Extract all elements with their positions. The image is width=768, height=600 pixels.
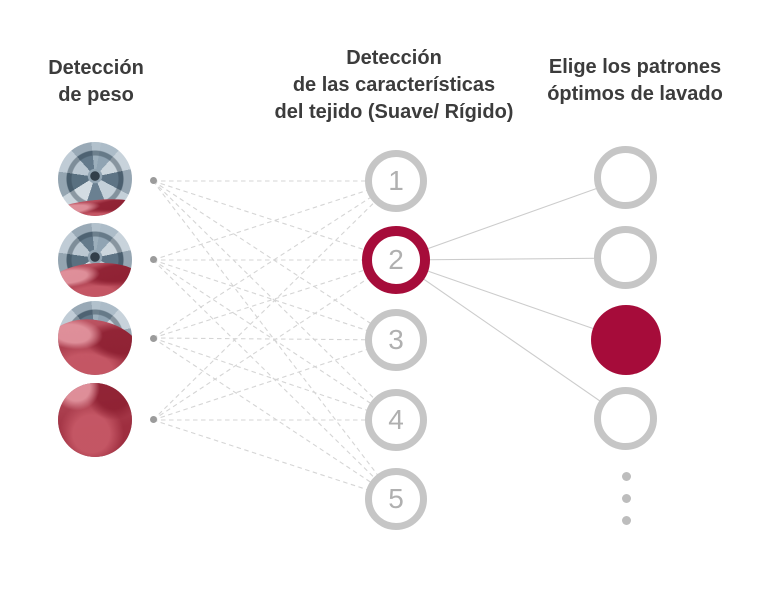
red-laundry bbox=[58, 257, 132, 297]
ellipsis-dot bbox=[622, 516, 631, 525]
fabric-node-2: 2 bbox=[362, 226, 430, 294]
washer-drum-medium-load-icon bbox=[58, 223, 132, 297]
dashed-connections bbox=[152, 180, 397, 500]
fabric-node-1: 1 bbox=[365, 150, 427, 212]
wash-pattern-node-2 bbox=[594, 226, 657, 289]
more-patterns-ellipsis bbox=[622, 472, 631, 525]
heading-line: de peso bbox=[58, 84, 134, 106]
fabric-node-label: 1 bbox=[388, 165, 404, 196]
heading-line: Detección bbox=[48, 57, 144, 79]
wash-pattern-node-1 bbox=[594, 146, 657, 209]
wash-pattern-node-4 bbox=[594, 387, 657, 450]
output-column-heading: Elige los patrones óptimos de lavado bbox=[515, 54, 755, 108]
red-laundry bbox=[58, 315, 132, 375]
connector-dot bbox=[150, 416, 157, 423]
heading-line: óptimos de lavado bbox=[547, 83, 723, 105]
connector-dot bbox=[150, 335, 157, 342]
heading-line: de las características bbox=[292, 74, 496, 96]
red-laundry bbox=[58, 383, 132, 457]
fabric-node-label: 2 bbox=[388, 244, 404, 275]
connector-dot bbox=[150, 256, 157, 263]
washer-drum-heavy-load-icon bbox=[58, 301, 132, 375]
washer-drum-full-load-icon bbox=[58, 383, 132, 457]
hidden-column-heading: Detección de las características del tej… bbox=[254, 45, 534, 126]
ellipsis-dot bbox=[622, 494, 631, 503]
fabric-node-label: 3 bbox=[388, 324, 404, 355]
red-laundry bbox=[58, 193, 132, 216]
heading-line: Detección bbox=[346, 47, 442, 69]
fabric-node-3: 3 bbox=[365, 309, 427, 371]
fabric-node-label: 5 bbox=[388, 483, 404, 514]
fabric-node-4: 4 bbox=[365, 389, 427, 451]
ellipsis-dot bbox=[622, 472, 631, 481]
fabric-node-label: 4 bbox=[388, 404, 404, 435]
heading-line: Elige los patrones bbox=[548, 56, 722, 78]
connector-dot bbox=[150, 177, 157, 184]
fabric-node-5: 5 bbox=[365, 468, 427, 530]
wash-pattern-node-3 bbox=[591, 305, 661, 375]
washer-drum-light-load-icon bbox=[58, 142, 132, 216]
solid-connections bbox=[395, 177, 627, 420]
input-column-heading: Detección de peso bbox=[0, 55, 192, 109]
heading-line: del tejido (Suave/ Rígido) bbox=[274, 101, 514, 123]
